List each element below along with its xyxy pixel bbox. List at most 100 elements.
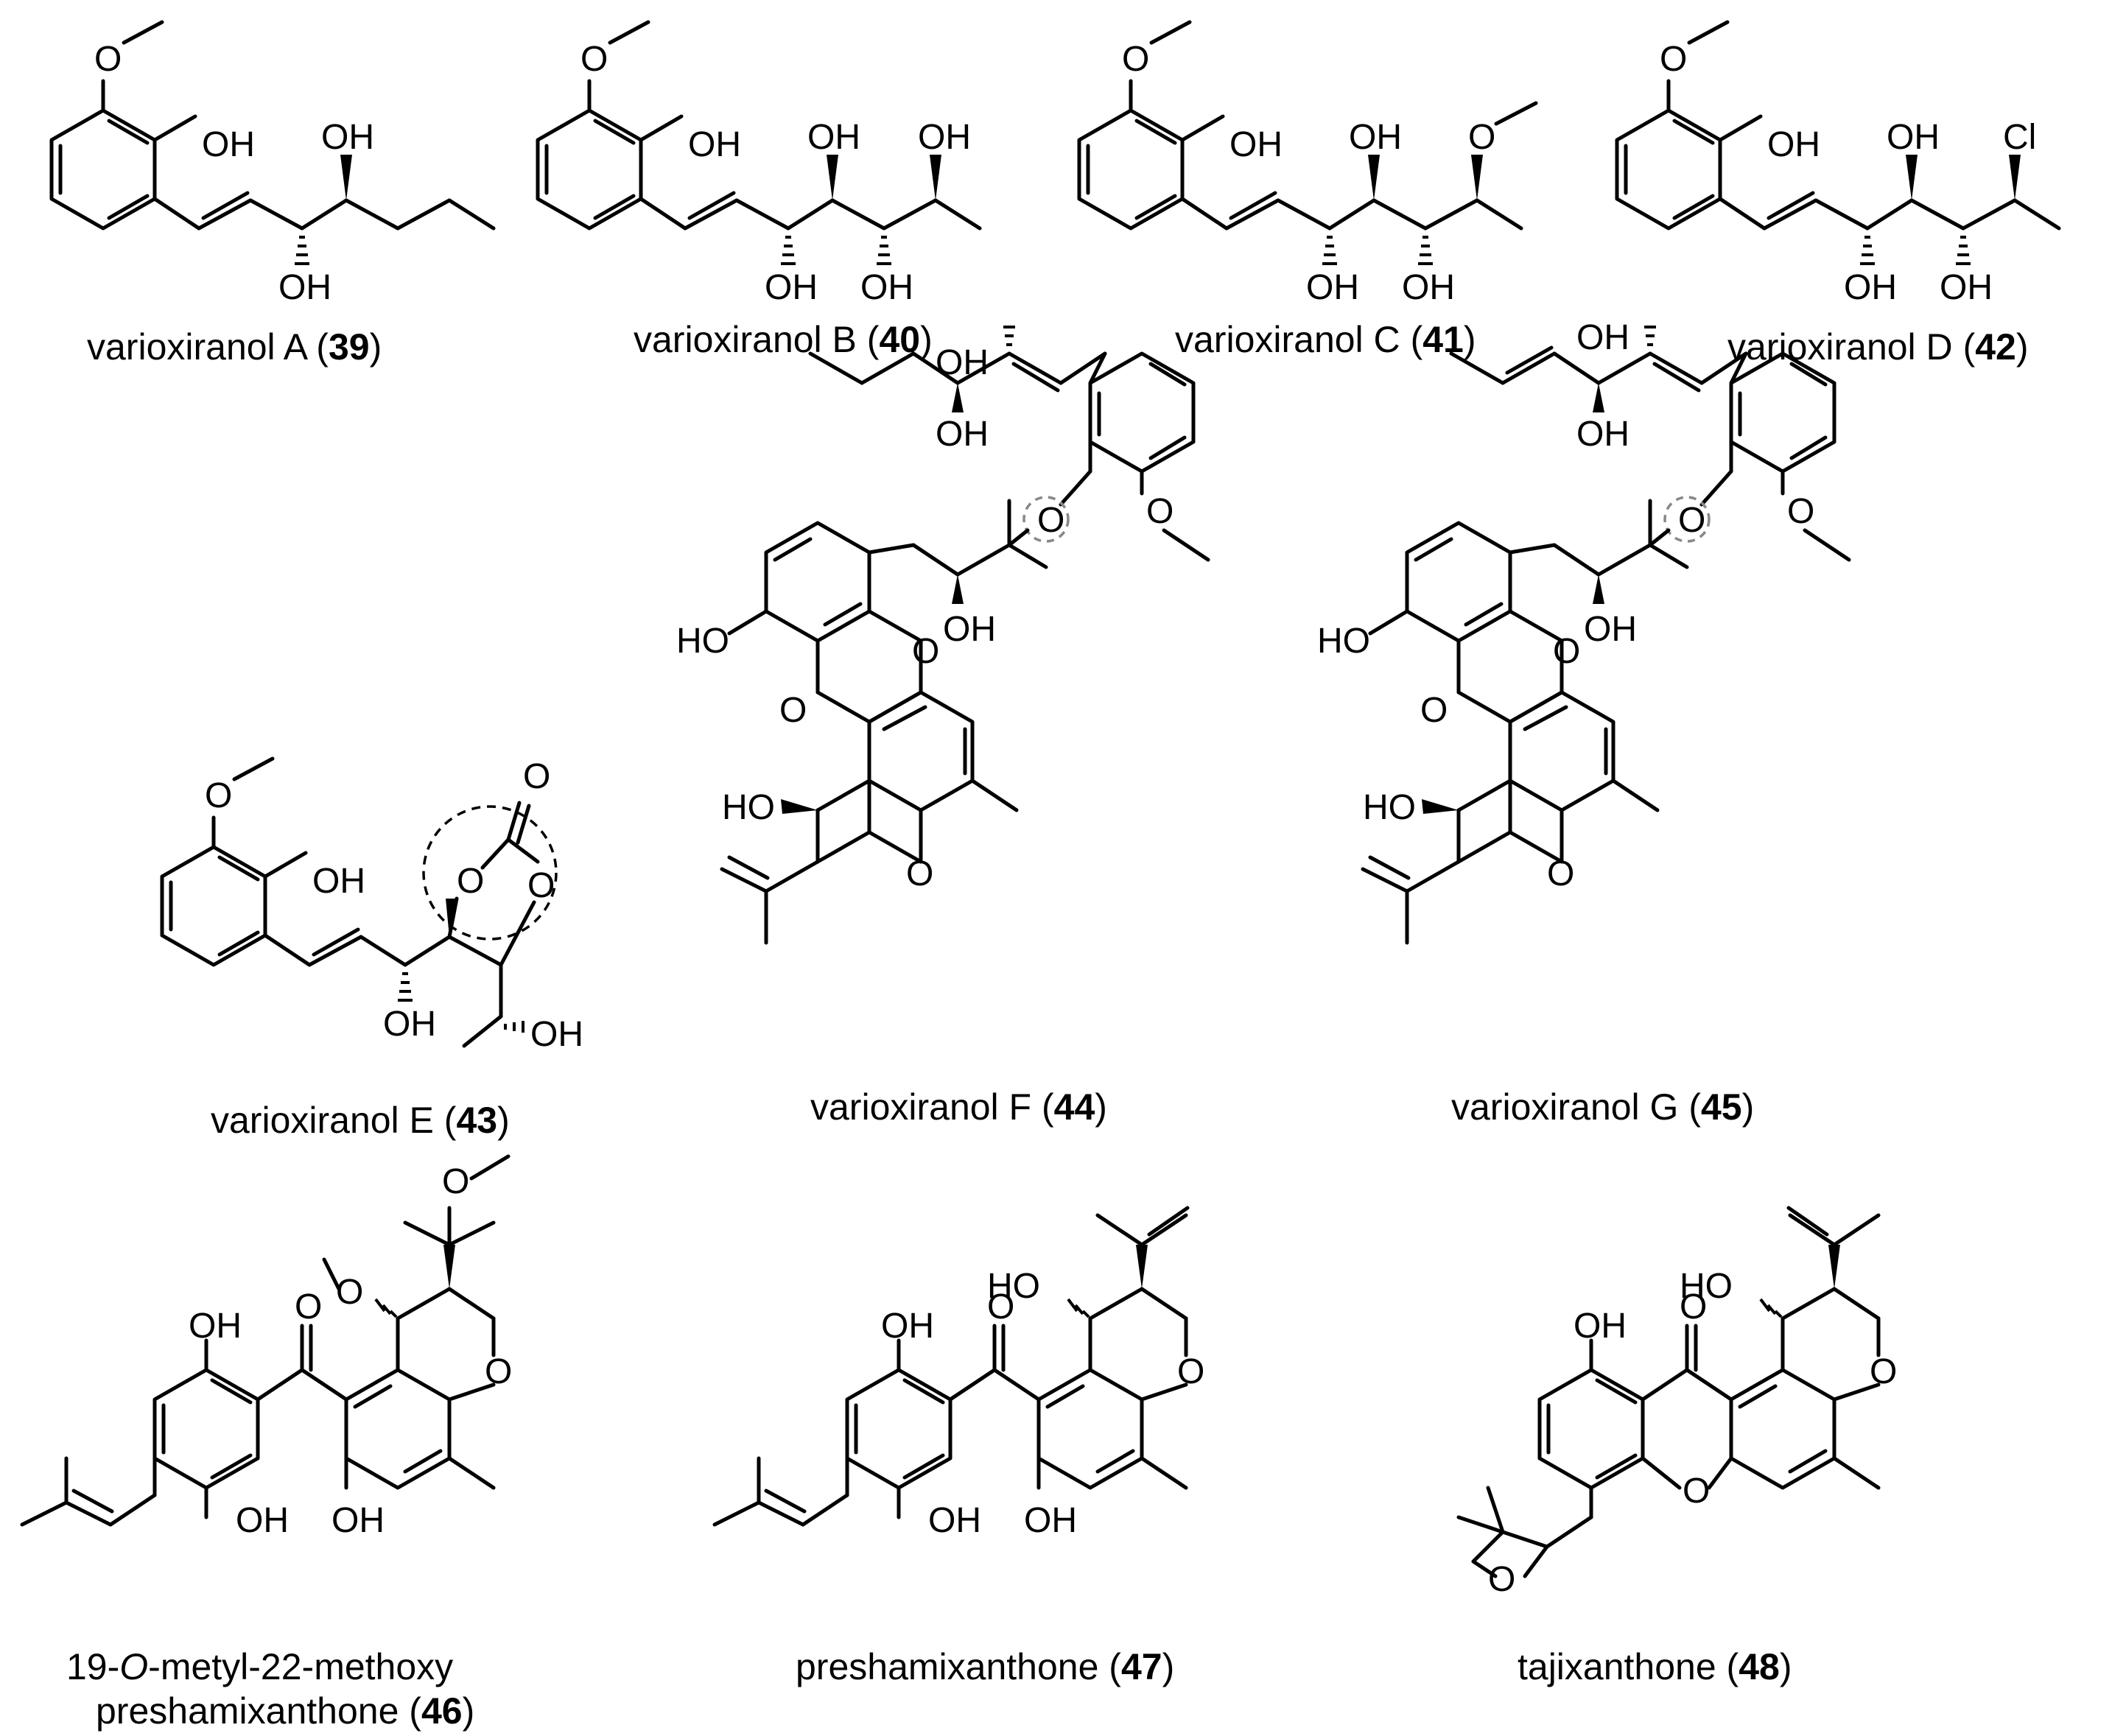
- caption-43: varioxiranol E (43): [211, 1100, 510, 1141]
- atom-label: OH: [312, 862, 365, 901]
- atom-label: O: [295, 1287, 322, 1326]
- atom-label: OH: [936, 415, 989, 454]
- svg-text:OH: OH: [881, 1307, 934, 1346]
- atom-label: OH: [1576, 415, 1629, 454]
- atom-label: O: [1122, 40, 1149, 79]
- caption-46-line2: preshamixanthone (46): [96, 1690, 474, 1732]
- atom-label: OH: [321, 118, 374, 157]
- svg-text:HO: HO: [987, 1267, 1040, 1306]
- caption-48: tajixanthone (48): [1518, 1646, 1792, 1687]
- svg-text:O: O: [1488, 1560, 1515, 1599]
- svg-text:OH: OH: [321, 118, 374, 157]
- structure-44: OH OH O O OH HO O O HO O varioxiranol F …: [676, 326, 1210, 1128]
- svg-text:OH: OH: [1584, 610, 1637, 649]
- atom-label: OH: [236, 1501, 289, 1540]
- atom-label: O: [1680, 1287, 1707, 1326]
- svg-text:O: O: [906, 854, 933, 893]
- atom-label: OH: [1024, 1501, 1077, 1540]
- svg-text:HO: HO: [1680, 1267, 1733, 1306]
- atom-label: O: [906, 854, 933, 893]
- atom-label: O: [1547, 854, 1574, 893]
- svg-text:OH: OH: [807, 118, 860, 157]
- atom-label: OH: [881, 1307, 934, 1346]
- atom-label: OH: [530, 1015, 583, 1054]
- svg-text:OH: OH: [1229, 125, 1283, 164]
- svg-text:O: O: [336, 1273, 363, 1312]
- atom-label: OH: [331, 1501, 385, 1540]
- atom-label: OH: [1349, 118, 1402, 157]
- atom-label: O: [1420, 691, 1448, 730]
- atom-label: O: [580, 40, 608, 79]
- structure-46: OH O OH OH O O O 19-O-metyl-22-methoxy p…: [20, 1154, 512, 1732]
- svg-text:O: O: [912, 632, 939, 671]
- svg-text:HO: HO: [1317, 622, 1370, 661]
- atom-label: OH: [1887, 118, 1940, 157]
- svg-text:OH: OH: [1024, 1501, 1077, 1540]
- atom-label: O: [779, 691, 807, 730]
- atom-label: HO: [676, 622, 729, 661]
- svg-text:O: O: [1870, 1352, 1897, 1391]
- svg-text:OH: OH: [1844, 268, 1897, 307]
- atom-label: O: [457, 862, 484, 901]
- svg-text:O: O: [1680, 1287, 1707, 1326]
- svg-text:O: O: [1420, 691, 1448, 730]
- atom-label: OH: [1306, 268, 1359, 307]
- atom-label: HO: [1680, 1267, 1733, 1306]
- atom-label: HO: [1363, 788, 1416, 827]
- atom-label: HO: [1317, 622, 1370, 661]
- svg-text:O: O: [442, 1162, 469, 1201]
- svg-text:OH: OH: [1576, 415, 1629, 454]
- svg-text:O: O: [779, 691, 807, 730]
- atom-label: OH: [936, 343, 989, 382]
- svg-text:OH: OH: [918, 118, 971, 157]
- svg-text:OH: OH: [1940, 268, 1993, 307]
- svg-text:O: O: [527, 866, 555, 905]
- svg-text:O: O: [1678, 501, 1705, 540]
- atom-label: OH: [189, 1307, 242, 1346]
- atom-label: HO: [722, 788, 775, 827]
- atom-label: O: [1683, 1472, 1710, 1511]
- atom-label: OH: [860, 268, 913, 307]
- svg-text:OH: OH: [312, 862, 365, 901]
- atom-label: OH: [1940, 268, 1993, 307]
- atom-label: OH: [383, 1005, 436, 1044]
- atom-label: O: [523, 757, 550, 796]
- svg-text:OH: OH: [331, 1501, 385, 1540]
- caption-47: preshamixanthone (47): [796, 1646, 1174, 1687]
- svg-text:OH: OH: [278, 268, 331, 307]
- atom-label: OH: [278, 268, 331, 307]
- svg-text:OH: OH: [202, 125, 255, 164]
- atom-label: O: [336, 1273, 363, 1312]
- atom-label: O: [1037, 501, 1064, 540]
- atom-label: OH: [1402, 268, 1455, 307]
- svg-text:OH: OH: [383, 1005, 436, 1044]
- svg-text:HO: HO: [1363, 788, 1416, 827]
- caption-42: varioxiranol D (42): [1727, 326, 2029, 368]
- svg-text:O: O: [1468, 118, 1495, 157]
- svg-text:OH: OH: [530, 1015, 583, 1054]
- atom-label: OH: [1574, 1307, 1627, 1346]
- atom-label: O: [1488, 1560, 1515, 1599]
- atom-label: OH: [1767, 125, 1820, 164]
- caption-39: varioxiranol A (39): [87, 326, 382, 368]
- structure-48: OH O O HO O O tajixanthone (48): [1456, 1206, 1897, 1687]
- svg-text:HO: HO: [722, 788, 775, 827]
- caption-40: varioxiranol B (40): [634, 319, 933, 360]
- atom-label: O: [1146, 492, 1173, 531]
- svg-text:OH: OH: [928, 1501, 981, 1540]
- svg-text:HO: HO: [676, 622, 729, 661]
- atom-label: OH: [1229, 125, 1283, 164]
- atom-label: O: [1787, 492, 1814, 531]
- svg-text:OH: OH: [1576, 318, 1629, 357]
- atom-label: OH: [1844, 268, 1897, 307]
- structure-43: O OH O O O OH OH varioxiranol E (43): [160, 756, 583, 1141]
- svg-text:OH: OH: [688, 125, 741, 164]
- atom-label: OH: [202, 125, 255, 164]
- atom-label: O: [1468, 118, 1495, 157]
- atom-label: OH: [765, 268, 818, 307]
- structure-42: O OH OH Cl OH OH varioxiranol D (42): [1615, 20, 2061, 368]
- atom-label: O: [1553, 632, 1580, 671]
- atom-label: OH: [688, 125, 741, 164]
- structure-39: O OH OH OH varioxiranol A (39): [49, 20, 496, 368]
